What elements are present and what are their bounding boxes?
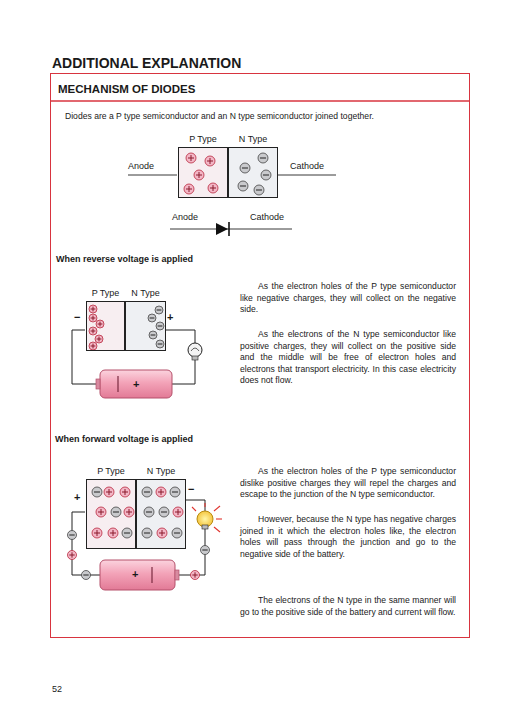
anode-lead: [128, 175, 177, 176]
semiconductor-block: N Type: [125, 301, 166, 351]
hole-charge: [120, 487, 130, 497]
hole-charge: [89, 314, 97, 322]
hole-charge: [156, 487, 166, 497]
semiconductor-block: P Type: [178, 147, 228, 198]
diode-symbol: [170, 222, 292, 236]
charge-group: [229, 148, 277, 197]
polarity-sign: −: [188, 484, 194, 495]
page-title: ADDITIONAL EXPLANATION: [52, 55, 241, 71]
charge-group: [137, 480, 185, 548]
explanation-text: As the electron holes of the P type semi…: [240, 466, 456, 501]
electron-charge: [156, 322, 164, 330]
hole-charge: [157, 528, 167, 538]
terminal-label: Cathode: [290, 161, 324, 171]
type-label: P Type: [92, 288, 120, 298]
charge-group: [87, 480, 135, 548]
type-label: N Type: [239, 134, 267, 144]
battery-sign: +: [132, 569, 138, 580]
explanation-text: As the electron holes of the P type semi…: [240, 281, 456, 316]
electron-charge: [201, 546, 210, 555]
explanation-text: However, because the N type has negative…: [240, 514, 456, 560]
hole-charge: [89, 327, 97, 335]
polarity-sign: −: [74, 312, 80, 323]
polarity-sign: +: [167, 312, 173, 323]
type-label: P Type: [97, 466, 125, 476]
header-rule: [50, 100, 470, 101]
battery-sign: +: [133, 379, 139, 390]
semiconductor-block: N Type: [136, 479, 186, 549]
page-number: 52: [52, 684, 62, 694]
type-label: P Type: [189, 134, 217, 144]
electron-charge: [261, 170, 271, 180]
charge-group: [126, 302, 165, 350]
hole-charge: [89, 342, 97, 350]
hole-charge: [92, 528, 102, 538]
terminal-label: Anode: [172, 212, 198, 222]
electron-charge: [172, 528, 182, 538]
electron-charge: [155, 306, 163, 314]
charge-group: [179, 148, 227, 197]
hole-charge: [68, 551, 77, 560]
electron-charge: [122, 528, 132, 538]
electron-charge: [159, 507, 169, 517]
hole-charge: [191, 571, 200, 580]
semiconductor-block: P Type: [86, 479, 136, 549]
hole-charge: [194, 170, 204, 180]
section-heading: MECHANISM OF DIODES: [58, 83, 195, 95]
terminal-label: Anode: [128, 161, 154, 171]
hole-charge: [184, 184, 194, 194]
hole-charge: [95, 335, 103, 343]
charge-group: [87, 302, 124, 350]
explanation-text: The electrons of the N type in the same …: [240, 595, 456, 618]
hole-charge: [108, 528, 118, 538]
case-heading: When forward voltage is applied: [55, 434, 193, 444]
hole-charge: [104, 487, 114, 497]
electron-charge: [144, 507, 154, 517]
electron-charge: [68, 531, 77, 540]
electron-charge: [148, 314, 156, 322]
semiconductor-block: N Type: [228, 147, 278, 198]
electron-charge: [149, 331, 157, 339]
hole-charge: [89, 305, 97, 313]
intro-text: Diodes are a P type semiconductor and an…: [65, 111, 465, 121]
semiconductor-block: P Type: [86, 301, 125, 351]
type-label: N Type: [147, 466, 175, 476]
polarity-sign: +: [74, 492, 80, 503]
electron-charge: [111, 507, 121, 517]
explanation-text: As the electrons of the N type semicondu…: [240, 329, 456, 387]
hole-charge: [208, 183, 218, 193]
cathode-lead: [277, 175, 336, 176]
electron-charge: [170, 487, 180, 497]
electron-charge: [156, 340, 164, 348]
hole-charge: [96, 320, 104, 328]
electron-charge: [238, 181, 248, 191]
hole-charge: [96, 507, 106, 517]
electron-charge: [142, 487, 152, 497]
hole-charge: [173, 507, 183, 517]
type-label: N Type: [131, 288, 159, 298]
electron-charge: [258, 153, 268, 163]
hole-charge: [205, 156, 215, 166]
electron-charge: [92, 487, 102, 497]
electron-charge: [82, 571, 91, 580]
hole-charge: [186, 153, 196, 163]
case-heading: When reverse voltage is applied: [56, 254, 193, 264]
electron-charge: [240, 163, 250, 173]
terminal-label: Cathode: [250, 212, 284, 222]
electron-charge: [254, 185, 264, 195]
electron-charge: [142, 528, 152, 538]
hole-charge: [124, 507, 134, 517]
